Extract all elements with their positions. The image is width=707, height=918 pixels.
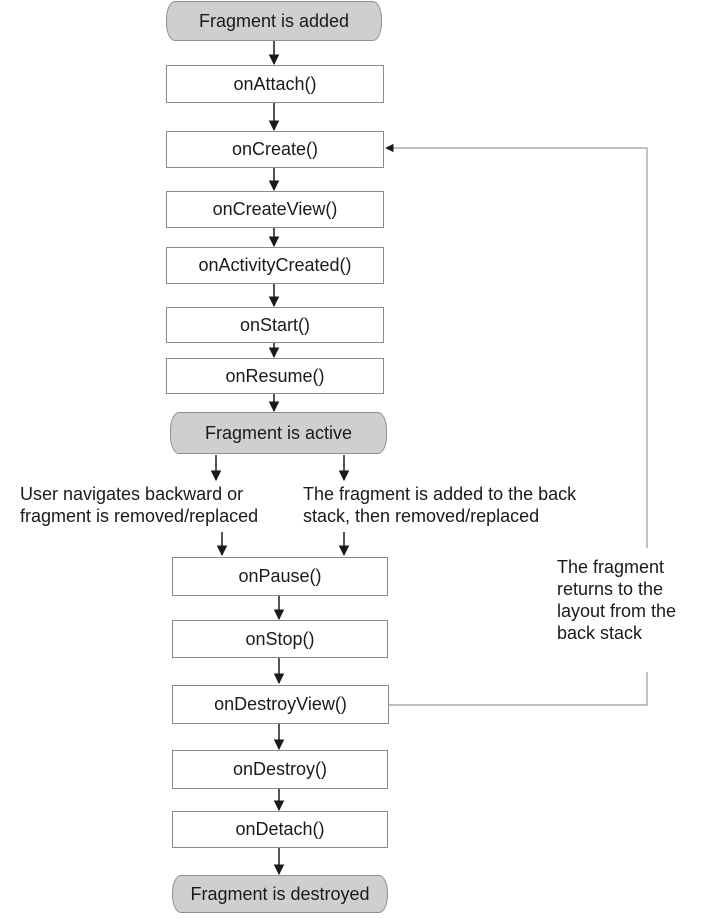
callback-on-pause: onPause() [172,557,388,596]
callback-on-create-view: onCreateView() [166,191,384,228]
note-user-navigates-backward: User navigates backward or fragment is r… [20,484,259,526]
state-fragment-destroyed: Fragment is destroyed [172,875,388,913]
callback-on-stop: onStop() [172,620,388,658]
state-fragment-active: Fragment is active [170,412,387,454]
callback-on-create: onCreate() [166,131,384,168]
state-fragment-added: Fragment is added [166,1,382,41]
callback-on-attach: onAttach() [166,65,384,103]
loop-line-destroyview-to-note [389,672,648,706]
callback-on-destroy: onDestroy() [172,750,388,789]
loop-arrow-note-to-create [385,143,648,548]
note-returns-from-back-stack: The fragment returns to the layout from … [557,557,677,643]
note-added-to-back-stack: The fragment is added to the back stack,… [303,484,577,526]
callback-on-destroy-view: onDestroyView() [172,685,389,724]
callback-on-start: onStart() [166,307,384,343]
callback-on-activity-created: onActivityCreated() [166,247,384,284]
callback-on-detach: onDetach() [172,811,388,848]
callback-on-resume: onResume() [166,358,384,394]
